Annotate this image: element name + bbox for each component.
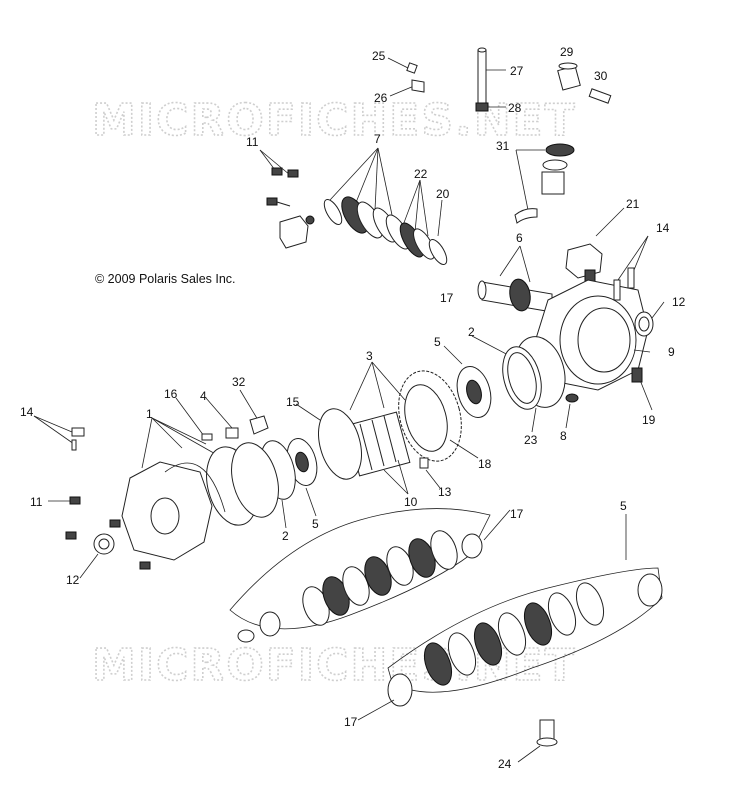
callout-3: 3: [366, 349, 373, 363]
part-29-bushing: [557, 62, 581, 91]
callout-9: 9: [668, 345, 675, 359]
part-3-roller-cage: [345, 361, 411, 495]
callout-2-middle: 2: [282, 529, 289, 543]
callout-27: 27: [510, 64, 524, 78]
part-21-sensor: [565, 207, 625, 285]
part-5-bearing-upper: [443, 345, 492, 418]
part-25-screw: [387, 57, 418, 74]
callout-14-left: 14: [20, 405, 34, 419]
part-20-ring: [428, 199, 448, 265]
callout-11-lower: 11: [30, 495, 43, 509]
callout-17-middle: 17: [510, 507, 524, 521]
part-11-bolts-upper: [259, 149, 299, 207]
part-12-seal-left: [79, 533, 115, 579]
part-28-nut: [475, 102, 506, 112]
part-24-plug: [517, 719, 558, 763]
callout-18: 18: [478, 457, 492, 471]
callout-30: 30: [594, 69, 608, 83]
part-6-pinion-shaft: [477, 245, 553, 313]
callout-5-middle: 5: [312, 517, 319, 531]
part-13-pin: [419, 457, 441, 489]
part-1-cover: [121, 417, 279, 561]
watermark-top: MICROFICHES.NET: [92, 95, 577, 146]
callout-10: 10: [404, 495, 418, 509]
callout-21: 21: [626, 197, 640, 211]
callout-19: 19: [642, 413, 656, 427]
part-14-fitting-left: [33, 415, 85, 451]
callout-28: 28: [508, 101, 522, 115]
callout-16: 16: [164, 387, 178, 401]
part-9-gear-case: [533, 279, 651, 391]
callout-12-left: 12: [66, 573, 80, 587]
callout-17-upper: 17: [440, 291, 454, 305]
part-15-plate: [295, 403, 362, 480]
part-31-assembly: [514, 143, 575, 224]
part-12-seal-right: [634, 301, 665, 337]
part-8-plug: [565, 393, 579, 429]
part-16-dowel: [175, 397, 213, 441]
callout-5-upper: 5: [434, 335, 441, 349]
part-30-pin: [588, 88, 612, 104]
callout-14-right: 14: [656, 221, 670, 235]
callout-23: 23: [524, 433, 538, 447]
callout-2-upper: 2: [468, 325, 475, 339]
callout-4: 4: [200, 389, 207, 403]
part-22-rings: [399, 179, 435, 260]
callout-25: 25: [372, 49, 386, 63]
callout-17-lower: 17: [344, 715, 358, 729]
callout-15: 15: [286, 395, 300, 409]
part-14-fittings-right: [613, 235, 649, 301]
callout-6: 6: [516, 231, 523, 245]
callout-13: 13: [438, 485, 452, 499]
copyright-notice: © 2009 Polaris Sales Inc.: [95, 272, 236, 286]
part-32-bracket: [239, 389, 269, 435]
callout-8: 8: [560, 429, 567, 443]
part-bracket-upper: [279, 215, 315, 249]
callout-32: 32: [232, 375, 246, 389]
callout-5-lower: 5: [620, 499, 627, 513]
part-11-bolts-lower: [48, 496, 151, 570]
leader-17-lower: [357, 699, 395, 721]
callout-11-upper: 11: [246, 135, 259, 149]
part-4-bushing: [205, 397, 239, 439]
part-7-clutch-stack: [323, 147, 411, 250]
callout-26: 26: [374, 91, 388, 105]
part-18-ring-gear: [398, 370, 479, 462]
part-19-block: [631, 367, 653, 411]
callout-12-right: 12: [672, 295, 686, 309]
callout-1: 1: [146, 407, 153, 421]
callout-31: 31: [496, 139, 510, 153]
callout-24: 24: [498, 757, 512, 771]
part-2-ring-upper: [471, 335, 542, 410]
callout-labels: 25 26 27 28 29 30 11 7 22 20 31 21 6 14 …: [20, 45, 686, 771]
callout-7: 7: [374, 132, 381, 146]
callout-22: 22: [414, 167, 428, 181]
watermark-bottom: MICROFICHES.NET: [92, 640, 577, 691]
clutch-pack-band-lower: [387, 514, 663, 707]
callout-29: 29: [560, 45, 574, 59]
part-26-clip: [389, 79, 425, 97]
callout-20: 20: [436, 187, 450, 201]
clutch-pack-band-upper: [229, 508, 511, 643]
